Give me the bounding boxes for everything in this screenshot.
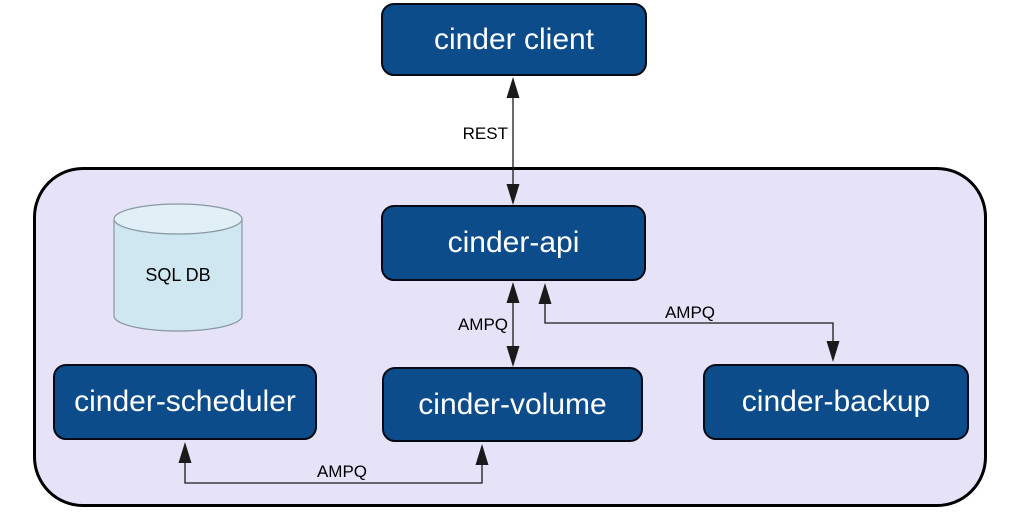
- edge-label-ampq-api-volume: AMPQ: [457, 315, 508, 334]
- sql-db-label: SQL DB: [145, 265, 211, 285]
- sql-db-cylinder: [113, 203, 243, 333]
- edge-label-rest: REST: [462, 124, 508, 143]
- node-cinder-scheduler: cinder-scheduler: [53, 364, 317, 440]
- node-cinder-volume: cinder-volume: [382, 367, 643, 442]
- node-cinder-client: cinder client: [381, 3, 647, 76]
- database-icon: [113, 203, 243, 332]
- node-cinder-api: cinder-api: [381, 205, 646, 281]
- node-cinder-backup: cinder-backup: [703, 364, 969, 440]
- edge-label-ampq-scheduler-volume: AMPQ: [316, 462, 368, 481]
- edge-label-ampq-api-backup: AMPQ: [664, 303, 716, 322]
